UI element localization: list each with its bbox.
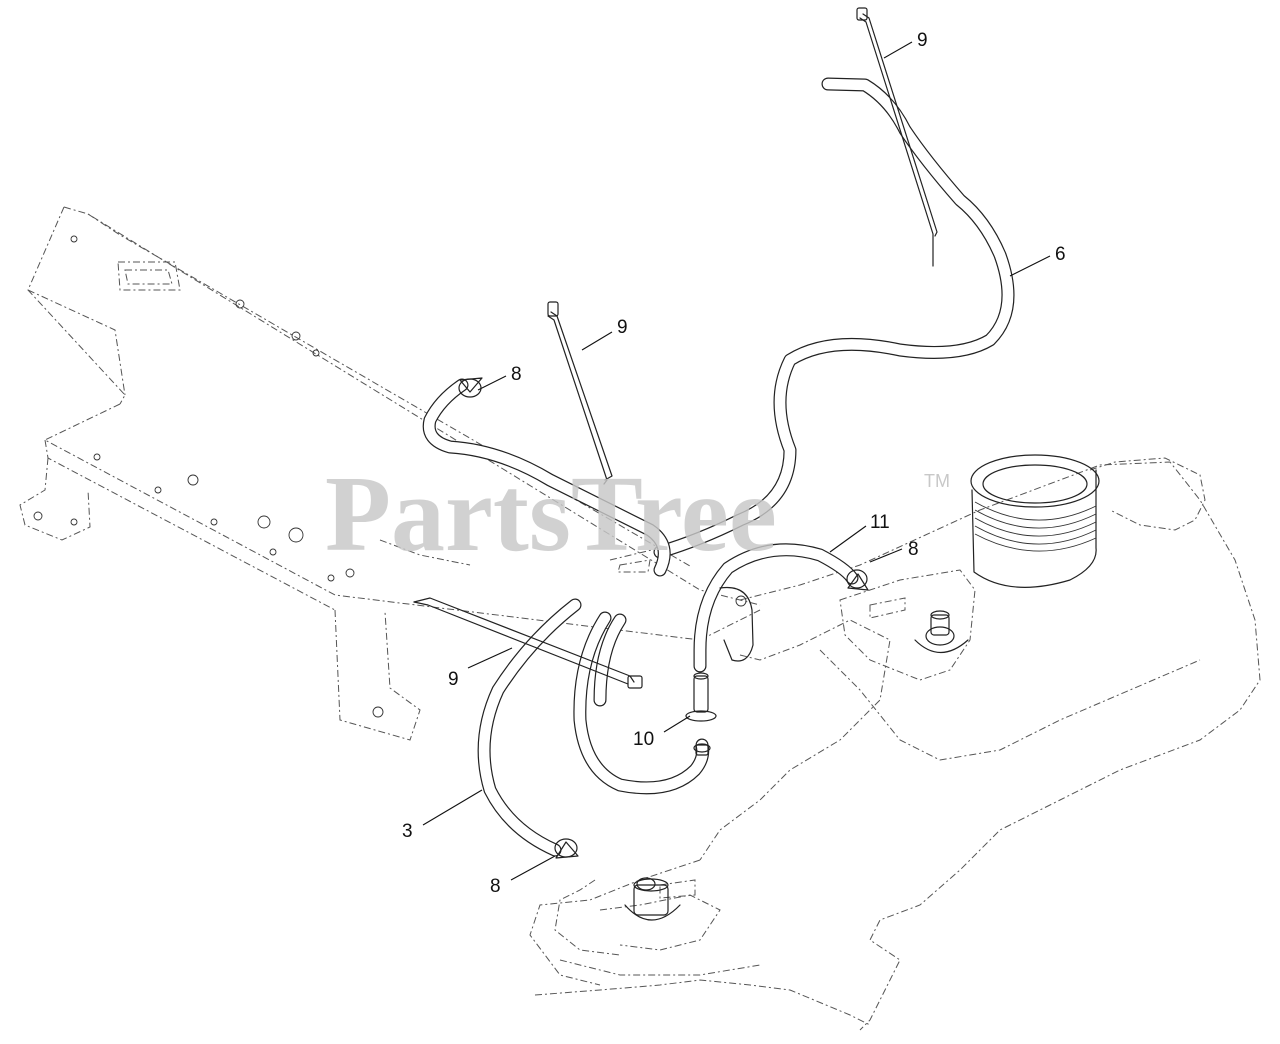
callout-9-low: 9: [448, 669, 459, 690]
fitting-10: [685, 672, 717, 756]
vent-fitting: [914, 610, 969, 653]
callouts: 9 6 9 8 11 8 9 10 3 8: [402, 30, 1066, 897]
clamp-8-bottom: [554, 838, 579, 859]
callout-9-mid: 9: [617, 317, 628, 338]
hose-bracket: [719, 586, 754, 662]
callout-8-right: 8: [908, 539, 919, 560]
watermark-trademark: TM: [924, 471, 950, 491]
callout-11: 11: [870, 512, 890, 533]
callout-9-top: 9: [917, 30, 928, 51]
callout-10: 10: [633, 729, 654, 750]
hose-11: [693, 543, 859, 673]
watermark-brand: PartsTree: [325, 455, 777, 574]
callout-8-bottom: 8: [490, 876, 501, 897]
fuel-sender: [624, 877, 681, 921]
hose-upper: [422, 378, 671, 577]
callout-6: 6: [1055, 244, 1066, 265]
cable-tie-9-top: [856, 7, 938, 267]
callout-3: 3: [402, 821, 413, 842]
hose-3: [477, 598, 582, 857]
hose-lower-loop: [573, 611, 710, 795]
cable-tie-9-low: [413, 597, 643, 689]
clamp-8-right: [846, 569, 869, 591]
callout-8-left: 8: [511, 364, 522, 385]
partstree-watermark: PartsTree TM: [325, 455, 950, 574]
hose-6: [653, 77, 1015, 559]
frame-rail: [19, 206, 761, 741]
filler-neck: [970, 454, 1100, 588]
cable-tie-9-mid: [547, 301, 613, 485]
